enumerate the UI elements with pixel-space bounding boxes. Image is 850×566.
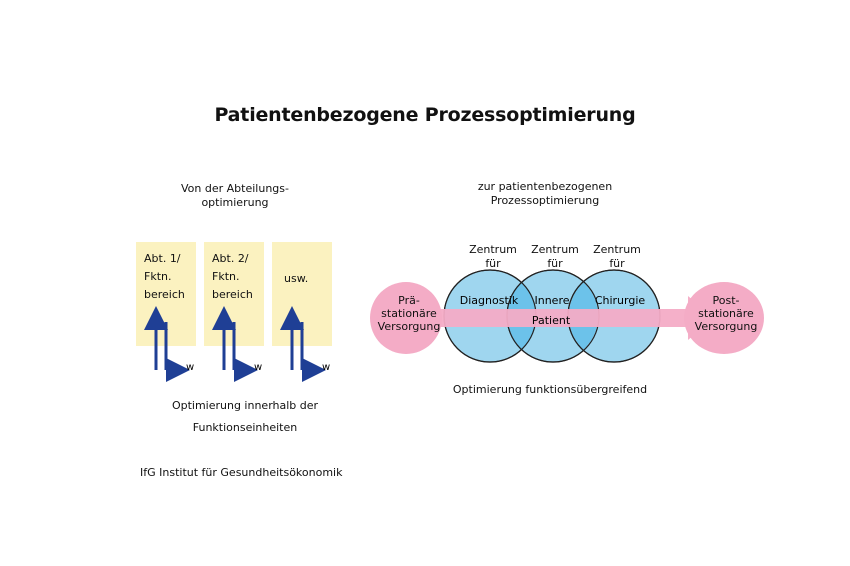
function-box-1-label: Abt. 1/ Fktn. bereich <box>144 252 185 301</box>
left-caption: Optimierung innerhalb der Funktionseinhe… <box>171 399 319 434</box>
page-title: Patientenbezogene Prozessoptimierung <box>214 104 636 126</box>
process-arrow-icon-2 <box>212 306 258 382</box>
patient-arrow <box>400 296 714 340</box>
process-arrow-icon-3 <box>280 306 326 382</box>
pre-inpatient-label: Prä- stationäre Versorgung <box>377 294 441 333</box>
arrow-label-1: w <box>186 362 194 373</box>
pre-inpatient-ellipse <box>370 282 442 354</box>
function-box-2-label: Abt. 2/ Fktn. bereich <box>212 252 253 301</box>
center-label-chirurgie: Chirurgie <box>595 294 646 307</box>
center-label-innere: Innere <box>534 294 569 307</box>
patient-label: Patient <box>532 314 571 327</box>
right-caption: Optimierung funktionsübergreifend <box>452 383 648 396</box>
process-arrow-icon-1 <box>144 306 190 382</box>
center-heading-3: Zentrum für <box>593 243 641 270</box>
arrow-label-3: w <box>322 362 330 373</box>
arrow-label-2: w <box>254 362 262 373</box>
right-heading: zur patientenbezogenen Prozessoptimierun… <box>477 180 613 207</box>
footer-source: IfG Institut für Gesundheitsökonomik <box>140 466 343 479</box>
left-heading: Von der Abteilungs- optimierung <box>181 182 289 209</box>
center-label-diagnostik: Diagnostik <box>460 294 519 307</box>
post-inpatient-ellipse <box>684 282 764 354</box>
center-heading-2: Zentrum für <box>531 243 579 270</box>
post-inpatient-label: Post- stationäre Versorgung <box>694 294 758 333</box>
function-box-3-label: usw. <box>284 272 309 285</box>
center-heading-1: Zentrum für <box>469 243 517 270</box>
